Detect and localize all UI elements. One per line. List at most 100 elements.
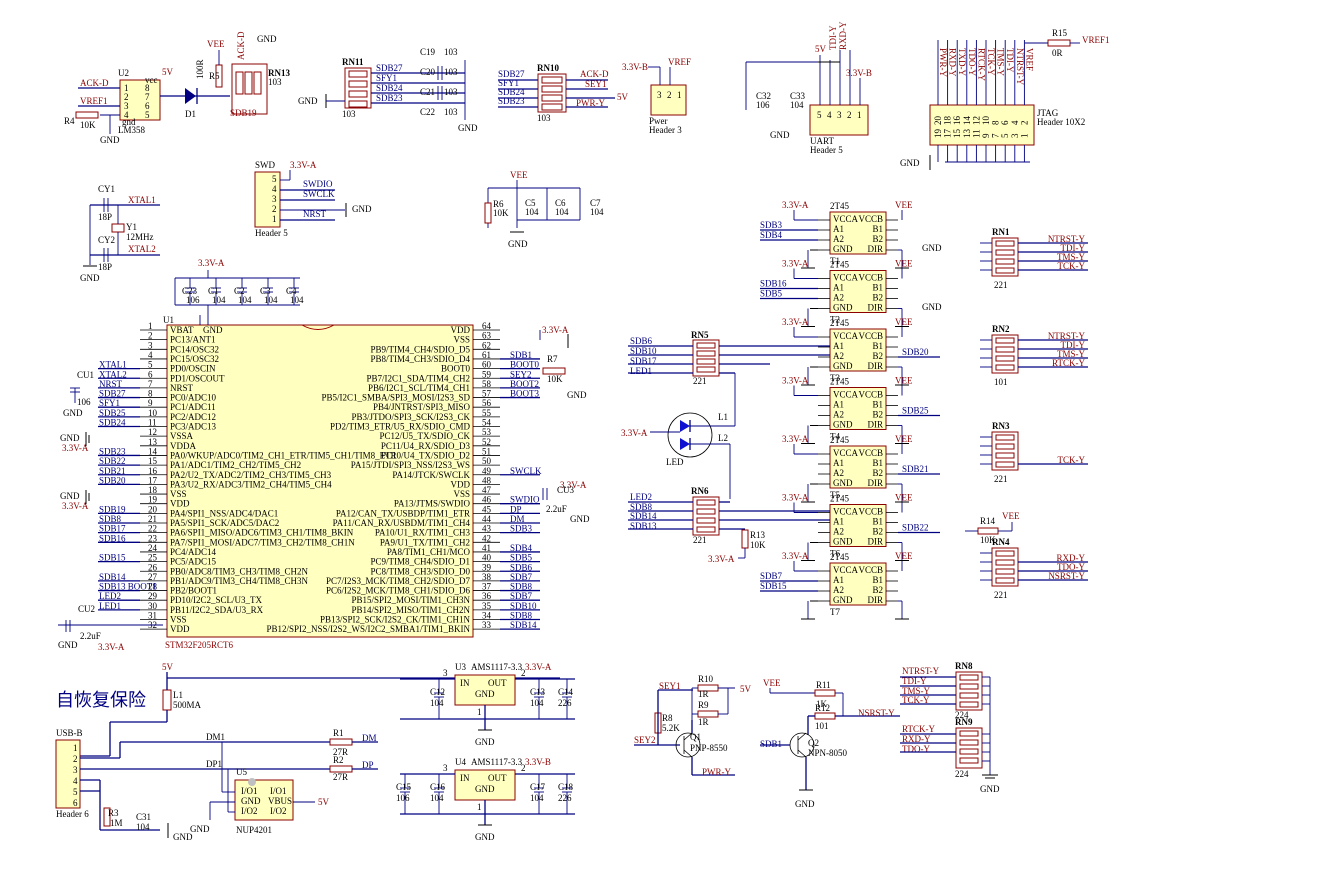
mcu-pin-num: 42 xyxy=(482,533,491,543)
mcu-left-net: SFY1 xyxy=(99,398,120,408)
buffer-pin: GND xyxy=(833,595,853,605)
mcu-right-net: SDB1 xyxy=(510,350,532,360)
r10-val: 1R xyxy=(698,689,709,699)
usb-dm-label: DM xyxy=(362,733,377,743)
mcu-pin-name: VDD xyxy=(170,499,190,509)
gnd-usb: GND xyxy=(173,832,193,842)
mcu-pin-name: PD0/OSCIN xyxy=(170,364,216,374)
buffer-ref: T3 xyxy=(830,373,840,383)
gnd-xtal: GND xyxy=(80,273,100,283)
mcu-pin-num: 41 xyxy=(482,543,491,553)
vee-caps: VEE R6 10K C5 104 C6 104 C7 104 GND xyxy=(484,170,604,249)
led-ref: LED xyxy=(666,457,684,467)
u2-5v: 5V xyxy=(162,67,174,77)
rn6-section: RN6 221 LED2 SDB8 SDB14 SDB13 R13 10K 3.… xyxy=(628,486,1020,564)
jtag-pin-num: 3 xyxy=(1010,133,1020,138)
mcu-pin-num: 48 xyxy=(482,475,492,485)
d1-ref: D1 xyxy=(185,109,196,119)
jtag-net: TCK-Y xyxy=(986,48,996,76)
q2-vee: VEE xyxy=(763,678,781,688)
mcu-left-net: SDB24 xyxy=(99,418,126,428)
u5-pin-gnd: GND xyxy=(241,796,261,806)
swd-pin4: 4 xyxy=(272,184,277,194)
jtag-pin-num: 18 xyxy=(943,116,953,126)
mcu-pin-num: 27 xyxy=(148,572,158,582)
c20-ref: C20 xyxy=(420,67,436,77)
pwer-body xyxy=(650,84,687,116)
mcu-left-net: LED2 xyxy=(99,591,121,601)
buffer-part: 2T45 xyxy=(830,318,849,328)
buffer-pin: B1 xyxy=(872,224,883,234)
mcu-pin-name: PB11/I2C2_SDA/U3_RX xyxy=(170,605,264,615)
buffer-pin: VCCB xyxy=(858,331,883,341)
jtag-pin-num: 13 xyxy=(962,129,972,139)
buffer-pin: B1 xyxy=(872,283,883,293)
buffer-pin: B2 xyxy=(872,468,883,478)
mcu-left-net: XTAL2 xyxy=(99,369,127,379)
mcu-pin-name: PA12/CAN_TX/USBDP/TIM1_ETR xyxy=(336,508,470,518)
mcu-pin-name: PB7/I2C1_SDA/TIM4_CH2 xyxy=(366,373,470,383)
uart-pin3: 3 xyxy=(837,110,842,120)
v33-label-32: 3.3V-A xyxy=(98,642,125,652)
mcu-pin-name: VDD xyxy=(451,325,471,335)
swd-header: SWD Header 5 5 4 3 2 1 3.3V-A SWDIO SWCL… xyxy=(254,160,372,238)
buffer-v33: 3.3V-A xyxy=(782,317,809,327)
buffer-pin: B2 xyxy=(872,585,883,595)
mcu-pin-num: 61 xyxy=(482,350,491,360)
dec-cap-ref: C23 xyxy=(182,286,198,296)
mcu-pin-name: VSS xyxy=(453,335,470,345)
c19-val: 103 xyxy=(444,47,458,57)
mcu-pin-name: PB3/JTDO/SPI3_SCK/I2S3_CK xyxy=(351,412,470,422)
cy1-val: 18P xyxy=(98,212,112,222)
u2-pin4: 4 xyxy=(124,110,129,120)
swd-sub: Header 5 xyxy=(255,228,288,238)
mcu-pin-name: VDD xyxy=(451,479,471,489)
ldo-pin1: 1 xyxy=(477,802,482,812)
rn10-section: RN10 103 SDB27 SFY1 SDB24 SDB23 ACK-D SE… xyxy=(498,63,629,123)
buffer-pin: A1 xyxy=(833,517,844,527)
ldo-cap-val: 104 xyxy=(430,698,444,708)
mcu-right-net: SDB4 xyxy=(510,543,533,553)
mcu-pin-num: 52 xyxy=(482,437,491,447)
mcu-pin-name: PC7/I2S3_MCK/TIM8_CH2/SDIO_D7 xyxy=(326,576,471,586)
buffer-v33: 3.3V-A xyxy=(782,434,809,444)
mcu-pin-name: PC0/ADC10 xyxy=(170,393,217,403)
ldo-out-label: 3.3V-B xyxy=(525,757,551,767)
mcu-pin-name: PA5/SPI1_SCK/ADC5/DAC2 xyxy=(170,518,279,528)
buffer-vee: VEE xyxy=(895,493,913,503)
gnd-jtag: GND xyxy=(900,158,920,168)
mcu-left-net: SDB17 xyxy=(99,524,126,534)
ldo-out-label: 3.3V-A xyxy=(525,662,552,672)
mcu-pin-name: PC14/OSC32 xyxy=(170,344,219,354)
mcu-pin-num: 35 xyxy=(482,601,492,611)
buffer-pin: DIR xyxy=(868,303,884,313)
mcu-pin-num: 13 xyxy=(148,437,158,447)
r4 xyxy=(75,111,99,119)
mcu-right-net: BOOT0 xyxy=(510,360,539,370)
c21-ref: C21 xyxy=(420,87,435,97)
mcu-right-net: SDB7 xyxy=(510,591,533,601)
buffer-pin: GND xyxy=(833,361,853,371)
buffer-pin: GND xyxy=(833,478,853,488)
mcu-right-net: SEY2 xyxy=(510,369,532,379)
c20-val: 103 xyxy=(444,67,458,77)
ldo-cap-ref: C17 xyxy=(530,782,546,792)
gnd-caps-top: GND xyxy=(458,123,478,133)
mcu-left-net: SDB16 xyxy=(99,533,126,543)
swd-net-swclk: SWCLK xyxy=(303,189,335,199)
uart-pin5: 5 xyxy=(817,110,822,120)
mcu-pin-name: PB9/TIM4_CH4/SDIO_D5 xyxy=(370,344,470,354)
usb-body xyxy=(55,739,81,809)
buffer-b-net: SDB20 xyxy=(902,347,929,357)
xtal2-label: XTAL2 xyxy=(128,244,156,254)
mcu-pin-num: 8 xyxy=(148,389,153,399)
buffer-b-net: SDB21 xyxy=(902,464,929,474)
buffer-a2-net: SDB4 xyxy=(760,230,783,240)
rn8-val: 224 xyxy=(955,710,969,720)
jtag-pin-num: 1 xyxy=(1019,134,1029,139)
ldo-body xyxy=(454,769,516,801)
rn13-val: 103 xyxy=(268,77,282,87)
buffer-pin: VCCA xyxy=(833,507,859,517)
buffer-pin: B1 xyxy=(872,517,883,527)
